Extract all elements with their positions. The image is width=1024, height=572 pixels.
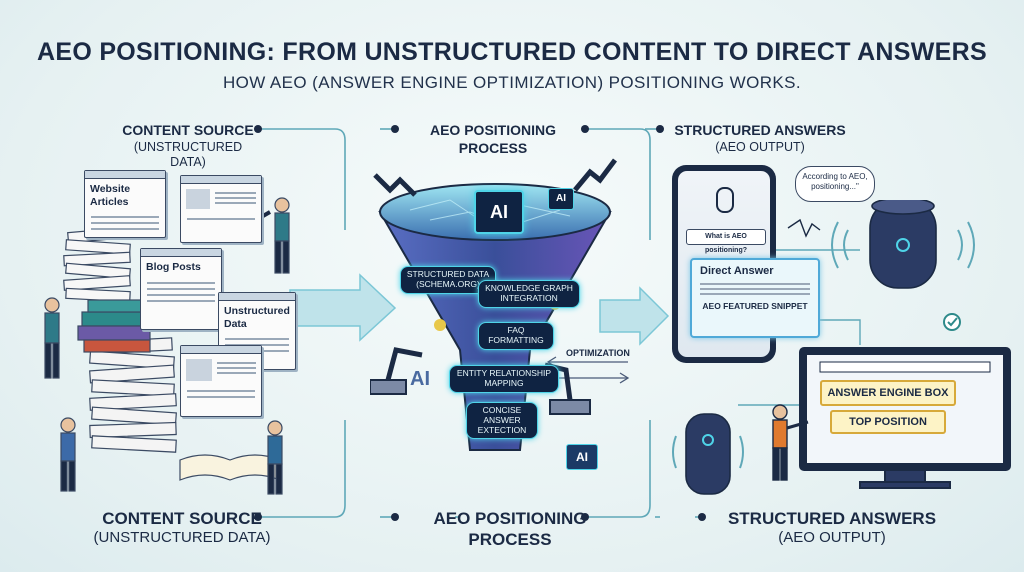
doc-blog-posts-label: Blog Posts [146, 261, 201, 273]
center-top-title-2: PROCESS [458, 139, 528, 156]
top-position-box: TOP POSITION [830, 410, 946, 434]
doc-generic-2 [180, 345, 262, 417]
doc-website-articles-label: Website Articles [90, 183, 131, 208]
doc-unstructured-data-label: Unstructured Data [224, 305, 290, 330]
ai-side-label: AI [410, 368, 430, 390]
doc-generic-1 [180, 175, 262, 243]
center-bottom-title: AEO POSITIONING [433, 509, 587, 528]
center-top-label: AEO POSITIONING PROCESS [408, 122, 578, 157]
step-concise-answer: CONCISE ANSWER EXTECTION [466, 402, 538, 440]
answer-engine-box: ANSWER ENGINE BOX [820, 380, 956, 406]
right-top-subtitle: (AEO OUTPUT) [715, 139, 805, 154]
direct-answer-card: Direct Answer AEO FEATURED SNIPPET [690, 258, 820, 338]
right-top-label: STRUCTURED ANSWERS (AEO OUTPUT) [660, 122, 860, 155]
ai-chip-main: AI [474, 190, 524, 234]
step-entity-mapping: ENTITY RELATIONSHIP MAPPING [449, 365, 559, 393]
devices-illustration [672, 200, 1011, 495]
optimization-label: OPTIMIZATION [566, 348, 630, 358]
direct-answer-title: Direct Answer [700, 265, 774, 277]
doc-blog-posts: Blog Posts [140, 248, 222, 330]
center-top-title: AEO POSITIONING [429, 122, 556, 138]
step-faq-formatting: FAQ FORMATTING [478, 322, 554, 350]
ai-robot-chip: AI [566, 444, 598, 470]
center-bottom-label: AEO POSITIONING PROCESS [395, 508, 625, 551]
left-bottom-subtitle: (UNSTRUCTURED DATA) [93, 529, 271, 547]
ai-chip-small: AI [548, 188, 574, 210]
page-subtitle: HOW AEO (ANSWER ENGINE OPTIMIZATION) POS… [223, 73, 801, 92]
flow-arrows [289, 249, 861, 406]
left-bottom-label: CONTENT SOURCE (UNSTRUCTURED DATA) [82, 508, 282, 548]
page-title: AEO POSITIONING: FROM UNSTRUCTURED CONTE… [37, 38, 987, 66]
phone-query: What is AEO positioning? [686, 229, 766, 254]
paper-stacks [44, 197, 290, 495]
right-bottom-title: STRUCTURED ANSWERS [727, 509, 937, 528]
left-top-subtitle: (UNSTRUCTURED DATA) [133, 139, 243, 170]
speech-bubble: According to AEO, positioning..." [795, 166, 875, 202]
left-bottom-title: CONTENT SOURCE [102, 509, 262, 528]
right-bottom-label: STRUCTURED ANSWERS (AEO OUTPUT) [702, 508, 962, 548]
doc-website-articles: Website Articles [84, 170, 166, 238]
right-bottom-subtitle: (AEO OUTPUT) [778, 529, 886, 547]
center-bottom-title-2: PROCESS [468, 530, 552, 550]
step-knowledge-graph: KNOWLEDGE GRAPH INTEGRATION [478, 280, 580, 308]
featured-snippet-label: AEO FEATURED SNIPPET [702, 301, 808, 311]
right-top-title: STRUCTURED ANSWERS [674, 122, 846, 138]
left-top-title: CONTENT SOURCE [122, 122, 254, 138]
microphone-icon [716, 187, 734, 213]
left-top-label: CONTENT SOURCE (UNSTRUCTURED DATA) [118, 122, 258, 171]
